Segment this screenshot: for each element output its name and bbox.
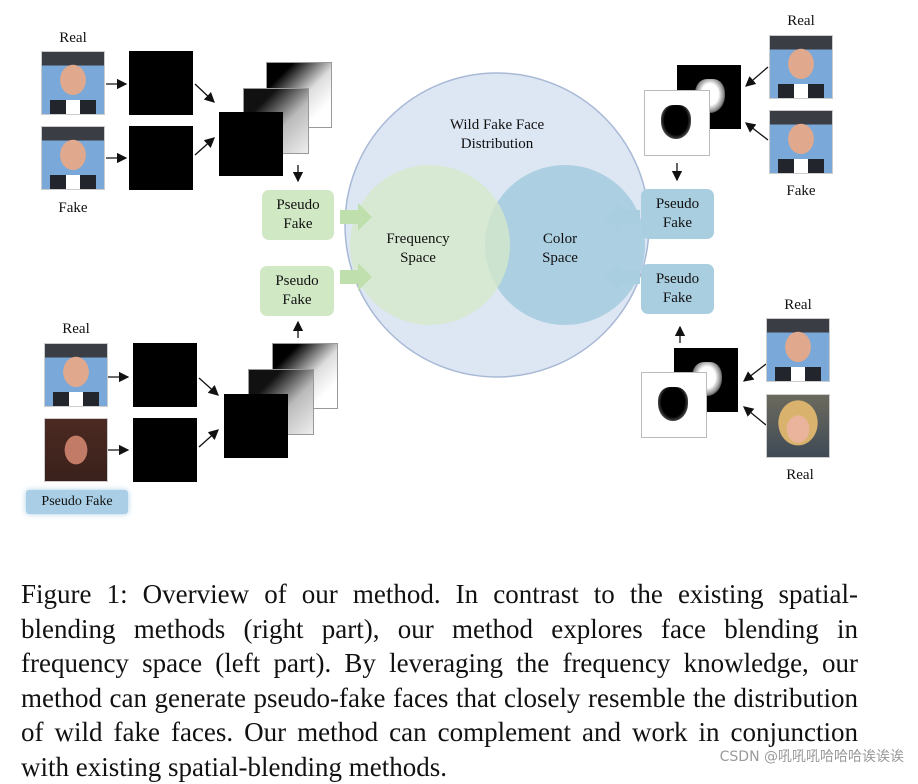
color-space-label: Color Space (542, 230, 578, 268)
green-arrow-top (340, 203, 372, 231)
box-line1: Pseudo (655, 271, 700, 287)
pseudo-fake-box-right-top: Pseudo Fake (641, 189, 714, 239)
csdn-watermark: CSDN @吼吼吼哈哈哈诶诶诶 (719, 749, 904, 765)
frequency-space-line2: Space (400, 250, 436, 266)
tl-spectrum-real (129, 51, 193, 115)
bl-real-label: Real (62, 321, 90, 337)
box-line2: Fake (283, 216, 313, 232)
tl-real-label: Real (59, 30, 87, 46)
box-line1: Pseudo (655, 196, 700, 212)
box-line2: Fake (662, 290, 693, 306)
tr-real-face-image (769, 35, 833, 99)
arrow-bl-4 (198, 429, 219, 448)
arrow-tl-3 (194, 83, 215, 103)
venn-outer-title-line1: Wild Fake Face (449, 117, 545, 133)
color-space-line2: Space (542, 250, 578, 266)
br-other-face-image (766, 394, 830, 458)
bl-spectrum-other (133, 418, 197, 482)
tl-fake-face-image (41, 126, 105, 190)
tl-real-face-image (41, 51, 105, 115)
br-real-label-top: Real (784, 297, 812, 313)
tr-fake-label: Fake (786, 183, 816, 199)
diagram-svg (106, 66, 769, 456)
arrow-br-2 (742, 406, 767, 426)
bl-spectrum-real (133, 343, 197, 407)
bl-other-face-image (44, 418, 108, 482)
tl-spectrum-fake (129, 126, 193, 190)
venn-outer-title: Wild Fake Face Distribution (450, 116, 544, 154)
br-mask-front (641, 372, 707, 438)
bl-pseudo-fake-tag: Pseudo Fake (26, 490, 128, 514)
blue-arrow-bottom (605, 263, 640, 291)
bl-real-face-image (44, 343, 108, 407)
tr-mask-front (644, 90, 710, 156)
figure-caption: Figure 1: Overview of our method. In con… (21, 579, 858, 782)
color-space-line1: Color (542, 231, 578, 247)
blue-arrow-top (605, 203, 640, 231)
bl-blend-stack-front (224, 394, 288, 458)
figure-1: Wild Fake Face Distribution Frequency Sp… (26, 13, 833, 514)
box-line2: Fake (662, 215, 693, 231)
frequency-space-line1: Frequency (386, 231, 450, 247)
box-line2: Fake (282, 292, 312, 308)
box-line1: Pseudo (276, 197, 320, 213)
br-real-face-image (766, 318, 830, 382)
pseudo-fake-box-left-top: Pseudo Fake (262, 190, 334, 240)
frequency-space-label: Frequency Space (386, 230, 449, 268)
color-space-circle (485, 165, 645, 325)
tr-real-label: Real (787, 13, 815, 29)
arrow-tr-1 (745, 66, 769, 87)
arrow-tl-4 (194, 137, 215, 156)
venn-outer-title-line2: Distribution (460, 136, 534, 152)
br-real-label-bottom: Real (786, 467, 814, 483)
tr-fake-face-image (769, 110, 833, 174)
arrow-br-1 (742, 363, 767, 382)
green-arrow-bottom (340, 263, 372, 291)
pseudo-fake-box-right-bottom: Pseudo Fake (641, 264, 714, 314)
frequency-space-circle (350, 165, 510, 325)
tl-fake-label: Fake (58, 200, 88, 216)
box-line1: Pseudo (275, 273, 319, 289)
tl-blend-stack-front (219, 112, 283, 176)
arrow-tr-2 (744, 122, 769, 141)
pseudo-fake-box-left-bottom: Pseudo Fake (260, 266, 334, 316)
arrow-bl-3 (198, 377, 219, 396)
